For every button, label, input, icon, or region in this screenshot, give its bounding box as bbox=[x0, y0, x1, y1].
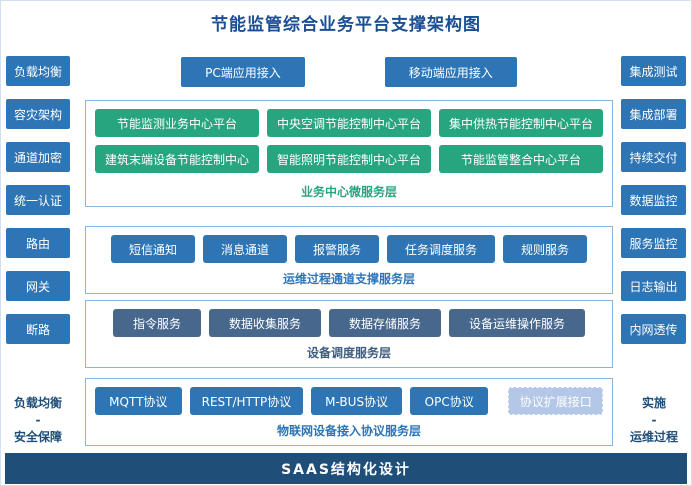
business-row-2: 建筑末端设备节能控制中心 智能照明节能控制中心平台 节能监管整合中心平台 bbox=[95, 145, 603, 173]
device-layer-label: 设备调度服务层 bbox=[306, 346, 391, 360]
diagram-title: 节能监管综合业务平台支撑架构图 bbox=[211, 15, 481, 35]
right-rail-item-intranet-passthrough: 内网透传 bbox=[621, 314, 686, 344]
iot-box-protocol-extension: 协议扩展接口 bbox=[508, 387, 603, 415]
right-rail-item-log-output: 日志输出 bbox=[621, 271, 686, 301]
business-box-terminal-device: 建筑末端设备节能控制中心 bbox=[95, 145, 259, 173]
business-box-energy-monitor: 节能监测业务中心平台 bbox=[95, 109, 259, 137]
business-layer-label: 业务中心微服务层 bbox=[300, 185, 397, 199]
right-rail-footer-line: 运维过程 bbox=[629, 430, 678, 444]
device-box-data-collect: 数据收集服务 bbox=[208, 309, 321, 337]
channel-row: 短信通知 消息通道 报警服务 任务调度服务 规则服务 bbox=[95, 235, 603, 263]
left-rail-footer: 负载均衡 - 安全保障 bbox=[1, 395, 75, 446]
saas-bottom-bar: SAAS结构化设计 bbox=[5, 453, 687, 484]
channel-box-alarm: 报警服务 bbox=[294, 235, 379, 263]
right-rail: 集成测试 集成部署 持续交付 数据监控 服务监控 日志输出 内网透传 bbox=[621, 56, 686, 344]
right-rail-footer-line: 实施 bbox=[641, 396, 666, 410]
left-rail-item-gateway: 网关 bbox=[6, 271, 70, 301]
right-rail-footer-dash: - bbox=[651, 413, 657, 427]
device-box-command: 指令服务 bbox=[112, 309, 201, 337]
business-box-smart-lighting: 智能照明节能控制中心平台 bbox=[267, 145, 431, 173]
channel-layer-label: 运维过程通道支撑服务层 bbox=[282, 272, 415, 286]
access-row: PC端应用接入 移动端应用接入 bbox=[85, 57, 613, 87]
iot-box-mqtt: MQTT协议 bbox=[95, 387, 182, 415]
business-microservice-layer: 节能监测业务中心平台 中央空调节能控制中心平台 集中供热节能控制中心平台 建筑末… bbox=[85, 100, 613, 207]
iot-layer-label: 物联网设备接入协议服务层 bbox=[276, 424, 421, 438]
iot-box-rest-http: REST/HTTP协议 bbox=[189, 387, 304, 415]
right-rail-item-data-monitor: 数据监控 bbox=[621, 185, 686, 215]
right-rail-item-integration-deploy: 集成部署 bbox=[621, 99, 686, 129]
pc-access-box: PC端应用接入 bbox=[181, 57, 305, 87]
left-rail-item-routing: 路由 bbox=[6, 228, 70, 258]
device-dispatch-layer: 指令服务 数据收集服务 数据存储服务 设备运维操作服务 设备调度服务层 bbox=[85, 300, 613, 368]
left-rail: 负载均衡 容灾架构 通道加密 统一认证 路由 网关 断路 bbox=[6, 56, 70, 344]
device-box-data-storage: 数据存储服务 bbox=[329, 309, 442, 337]
iot-box-mbus: M-BUS协议 bbox=[311, 387, 402, 415]
left-rail-item-load-balance: 负载均衡 bbox=[6, 56, 70, 86]
left-rail-footer-line: 安全保障 bbox=[13, 430, 62, 444]
left-rail-item-unified-auth: 统一认证 bbox=[6, 185, 70, 215]
left-rail-item-circuit-break: 断路 bbox=[6, 314, 70, 344]
iot-protocol-layer: MQTT协议 REST/HTTP协议 M-BUS协议 OPC协议 协议扩展接口 … bbox=[85, 378, 613, 446]
right-rail-item-service-monitor: 服务监控 bbox=[621, 228, 686, 258]
device-row: 指令服务 数据收集服务 数据存储服务 设备运维操作服务 bbox=[95, 309, 603, 337]
channel-box-rules: 规则服务 bbox=[503, 235, 588, 263]
right-rail-footer: 实施 - 运维过程 bbox=[617, 395, 691, 446]
mobile-access-box: 移动端应用接入 bbox=[384, 57, 517, 87]
channel-support-layer: 短信通知 消息通道 报警服务 任务调度服务 规则服务 运维过程通道支撑服务层 bbox=[85, 226, 613, 294]
right-rail-item-continuous-delivery: 持续交付 bbox=[621, 142, 686, 172]
left-rail-item-channel-encryption: 通道加密 bbox=[6, 142, 70, 172]
business-box-hvac-control: 中央空调节能控制中心平台 bbox=[267, 109, 431, 137]
channel-box-task-schedule: 任务调度服务 bbox=[387, 235, 496, 263]
business-row-1: 节能监测业务中心平台 中央空调节能控制中心平台 集中供热节能控制中心平台 bbox=[95, 109, 603, 137]
left-rail-item-disaster-recovery: 容灾架构 bbox=[6, 99, 70, 129]
device-box-ops: 设备运维操作服务 bbox=[449, 309, 586, 337]
channel-box-message: 消息通道 bbox=[202, 235, 287, 263]
right-rail-item-integration-test: 集成测试 bbox=[621, 56, 686, 86]
iot-row: MQTT协议 REST/HTTP协议 M-BUS协议 OPC协议 协议扩展接口 bbox=[95, 387, 603, 415]
left-rail-footer-line: 负载均衡 bbox=[13, 396, 62, 410]
business-box-supervision-integration: 节能监管整合中心平台 bbox=[439, 145, 603, 173]
business-box-heating-control: 集中供热节能控制中心平台 bbox=[439, 109, 603, 137]
channel-box-sms: 短信通知 bbox=[110, 235, 195, 263]
left-rail-footer-dash: - bbox=[35, 413, 41, 427]
iot-box-opc: OPC协议 bbox=[409, 387, 489, 415]
